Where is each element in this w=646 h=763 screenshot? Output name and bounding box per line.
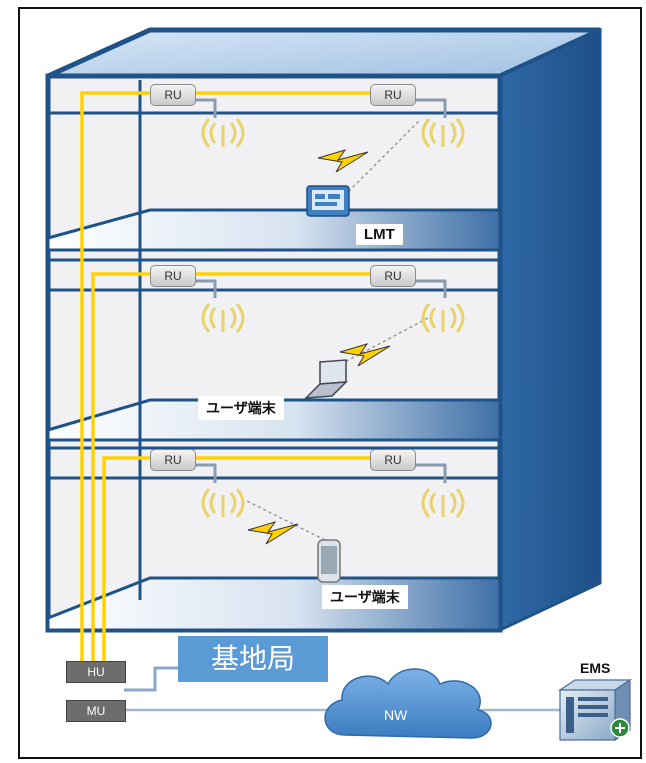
ru-box: RU [370,449,416,471]
base-station-box: 基地局 [178,636,328,682]
ru-box: RU [150,265,196,287]
ru-box: RU [370,84,416,106]
fiber-cables [80,91,372,668]
bs-cable [124,666,178,692]
lmt-label: LMT [356,224,403,245]
floor-slab [46,398,502,442]
cloud-icon [324,668,492,739]
hu-unit: HU [66,661,126,683]
building-front [45,73,503,633]
user-terminal-label: ユーザ端末 [198,396,284,420]
server-icon [558,678,632,742]
user-terminal-label: ユーザ端末 [322,585,408,609]
phone-icon [317,539,341,583]
lightning-icon [247,149,391,545]
mu-unit: MU [66,700,126,722]
building-side [498,27,602,633]
network-label: NW [384,707,408,723]
laptop-icon [304,359,348,399]
ru-box: RU [370,265,416,287]
antenna-cables [196,98,447,483]
lmt-terminal-icon [306,185,350,217]
ems-label: EMS [580,660,611,676]
ru-box: RU [150,84,196,106]
antenna-icon [201,118,465,518]
ru-box: RU [150,449,196,471]
